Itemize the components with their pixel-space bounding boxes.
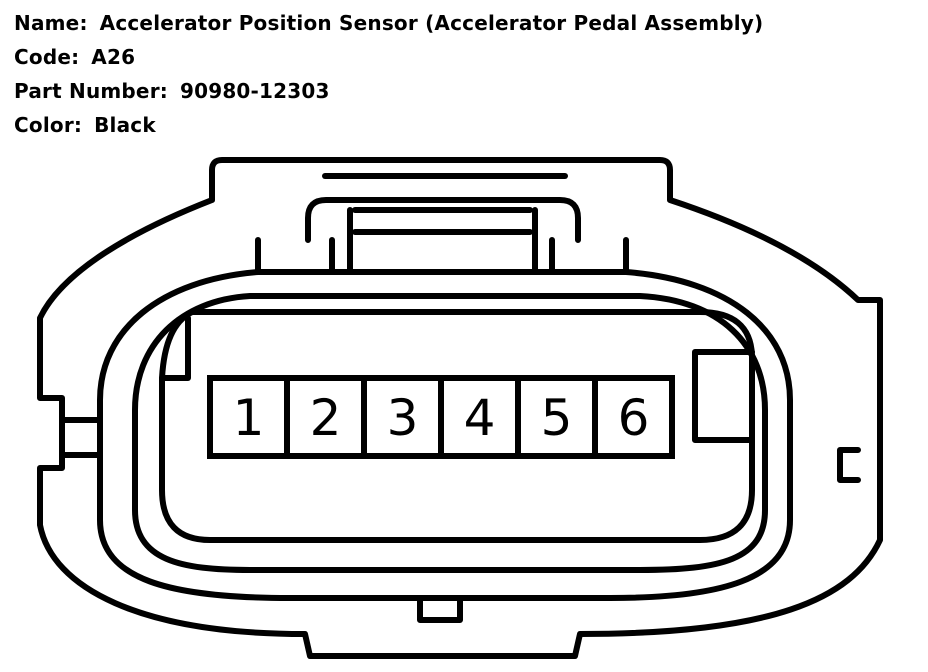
pin-cell-1: 1 [207, 375, 290, 459]
info-color-row: Color: Black [14, 108, 763, 142]
connector-mid-shell [97, 269, 793, 601]
info-label: Code: [14, 45, 80, 69]
pin-box [284, 375, 367, 459]
connector-info: Name: Accelerator Position Sensor (Accele… [14, 6, 763, 142]
connector-cavity [159, 309, 755, 543]
connector-left-key [159, 315, 191, 381]
info-value: 90980-12303 [179, 79, 330, 103]
pin-cell-2: 2 [284, 375, 367, 459]
connector-post-right [532, 207, 629, 275]
info-code-row: Code: A26 [14, 40, 763, 74]
pin-number: 5 [541, 389, 573, 447]
pin-number: 3 [387, 389, 419, 447]
connector-left-tab [59, 417, 103, 458]
info-label: Color: [14, 113, 83, 137]
info-label: Part Number: [14, 79, 168, 103]
pin-box [361, 375, 444, 459]
connector-lock-rail [352, 207, 533, 235]
info-label: Name: [14, 11, 88, 35]
pin-box [515, 375, 598, 459]
pin-number: 4 [464, 389, 496, 447]
info-part-number-row: Part Number: 90980-12303 [14, 74, 763, 108]
info-value: Accelerator Position Sensor (Accelerator… [99, 11, 764, 35]
connector-lock-tab [305, 197, 581, 243]
info-value: A26 [91, 45, 136, 69]
connector-right-latch [692, 349, 755, 443]
pin-cell-6: 6 [592, 375, 675, 459]
connector-post-left [255, 207, 353, 275]
pin-cell-5: 5 [515, 375, 598, 459]
info-name-row: Name: Accelerator Position Sensor (Accele… [14, 6, 763, 40]
connector-bottom-key [417, 595, 463, 623]
pin-number: 2 [310, 389, 342, 447]
info-value: Black [94, 113, 156, 137]
connector-right-tab [837, 447, 861, 483]
pin-cell-3: 3 [361, 375, 444, 459]
connector-outer-housing [37, 157, 883, 659]
pin-cell-4: 4 [438, 375, 521, 459]
pin-number: 6 [618, 389, 650, 447]
pin-box [592, 375, 675, 459]
pin-number: 1 [233, 389, 265, 447]
